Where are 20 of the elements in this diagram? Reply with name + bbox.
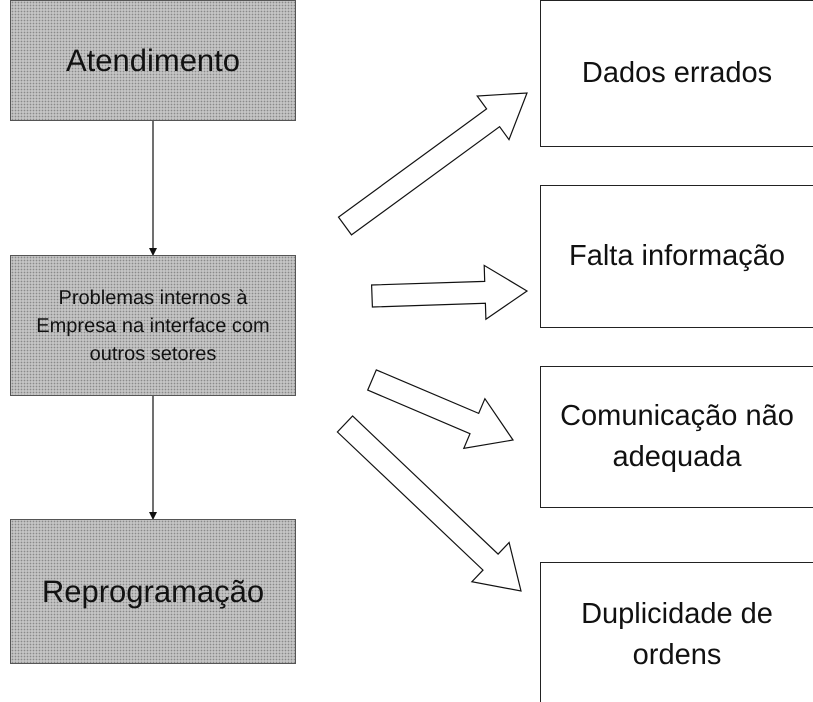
arrow [149, 396, 157, 520]
process-box [10, 519, 296, 664]
block-arrow [338, 92, 528, 236]
block-arrow [370, 264, 528, 320]
box-label: Falta informação [569, 239, 785, 274]
block-arrow [366, 369, 514, 450]
cause-box [540, 0, 813, 147]
cause-box [540, 185, 813, 328]
box-label: Atendimento [66, 42, 240, 80]
block-arrow [336, 415, 522, 592]
box-label: Problemas internos à Empresa na interface com outros setores [35, 286, 271, 366]
box-label: Dados errados [582, 56, 772, 92]
box-label: Duplicidade de ordens [580, 596, 774, 672]
cause-box [540, 562, 813, 702]
arrow [149, 121, 157, 256]
process-box [10, 255, 296, 396]
box-label: Comunicação não adequada [559, 399, 795, 475]
cause-box [540, 366, 813, 508]
process-box [10, 0, 296, 121]
box-label: Reprogramação [42, 572, 264, 611]
